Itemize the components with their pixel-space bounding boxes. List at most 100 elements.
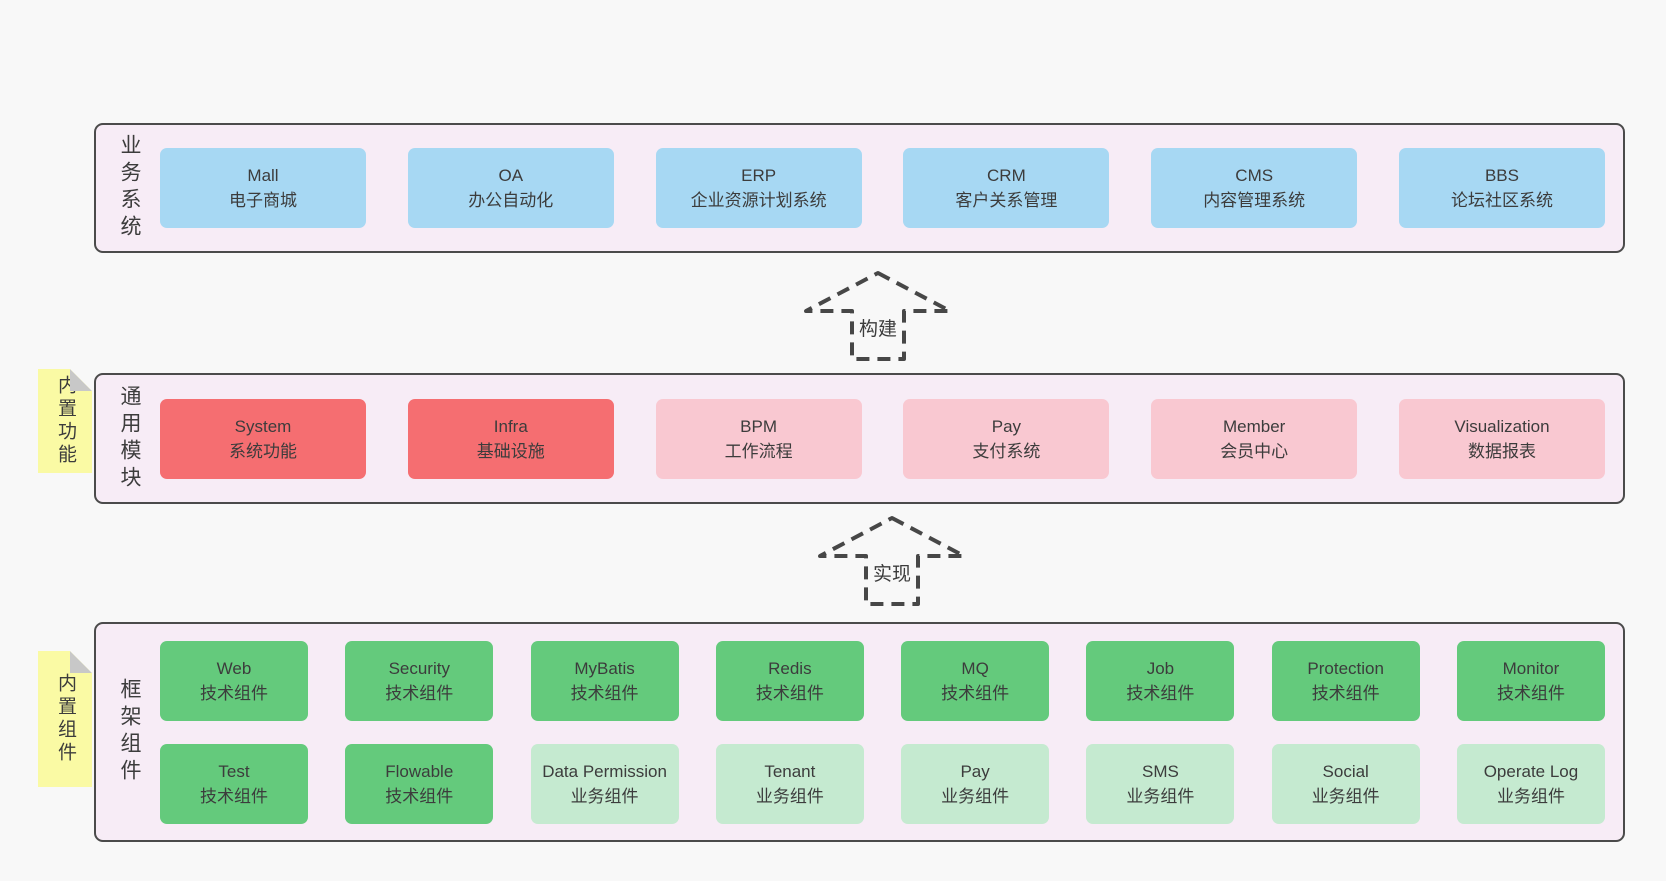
box-title-zh: 内容管理系统 [1203, 191, 1306, 210]
component-boxes: Web 技术组件 Security 技术组件 MyBatis 技术组件 Redi… [146, 640, 1623, 824]
arrow-build: 构建 [798, 270, 958, 362]
box-title-zh: 会员中心 [1220, 441, 1289, 461]
box-system: System 系统功能 [160, 398, 366, 479]
box-title-en: Visualization [1454, 416, 1550, 436]
box-title-en: OA [498, 166, 524, 185]
box-title-zh: 业务组件 [755, 786, 824, 806]
box-tenant: Tenant 业务组件 [715, 743, 864, 824]
box-redis: Redis 技术组件 [715, 640, 864, 721]
component-row-2: Test 技术组件 Flowable 技术组件 Data Permission … [160, 743, 1605, 824]
box-title-en: Protection [1307, 658, 1384, 678]
note-built-in-components: 内置组件 [38, 651, 92, 787]
box-title-en: Monitor [1502, 658, 1560, 678]
box-pay-component: Pay 业务组件 [901, 743, 1050, 824]
box-oa: OA 办公自动化 [407, 148, 614, 228]
box-title-zh: 数据报表 [1467, 441, 1536, 461]
box-title-zh: 企业资源计划系统 [690, 191, 827, 210]
box-title-zh: 技术组件 [385, 786, 454, 806]
box-title-en: Operate Log [1483, 761, 1579, 781]
box-sms: SMS 业务组件 [1086, 743, 1235, 824]
box-title-zh: 技术组件 [1311, 683, 1380, 703]
box-mq: MQ 技术组件 [901, 640, 1050, 721]
box-title-en: Security [388, 658, 450, 678]
layer-framework-components: 框架组件 Web 技术组件 Security 技术组件 MyBatis 技术组件… [94, 622, 1625, 842]
box-title-zh: 业务组件 [1126, 786, 1195, 806]
box-title-zh: 技术组件 [385, 683, 454, 703]
box-title-zh: 技术组件 [570, 683, 639, 703]
note-built-in-components-label: 内置组件 [55, 673, 76, 765]
box-cms: CMS 内容管理系统 [1151, 148, 1358, 228]
box-title-zh: 基础设施 [476, 441, 545, 461]
box-title-en: Tenant [764, 761, 816, 781]
box-web: Web 技术组件 [160, 640, 308, 721]
module-boxes: System 系统功能 Infra 基础设施 BPM 工作流程 Pay 支付系统… [146, 398, 1623, 479]
box-title-en: Infra [493, 416, 528, 436]
block-arrow-up-icon [818, 516, 966, 606]
box-title-zh: 办公自动化 [468, 191, 554, 210]
box-title-en: Member [1223, 416, 1286, 436]
box-title-zh: 电子商城 [229, 191, 297, 210]
arrow-implement: 实现 [812, 515, 972, 607]
box-title-zh: 业务组件 [941, 786, 1010, 806]
box-social: Social 业务组件 [1271, 743, 1420, 824]
layer-modules-label: 通用模块 [118, 384, 141, 493]
box-title-zh: 支付系统 [972, 441, 1041, 461]
box-title-en: Mall [247, 166, 279, 185]
box-title-zh: 工作流程 [724, 441, 793, 461]
box-title-zh: 技术组件 [1126, 683, 1195, 703]
box-pay-module: Pay 支付系统 [903, 398, 1110, 479]
box-bpm: BPM 工作流程 [655, 398, 862, 479]
box-title-en: Pay [991, 416, 1022, 436]
note-built-in-features: 内置功能 [38, 369, 92, 473]
box-title-zh: 技术组件 [1496, 683, 1565, 703]
box-title-zh: 论坛社区系统 [1450, 191, 1553, 210]
box-visualization: Visualization 数据报表 [1398, 398, 1605, 479]
box-title-zh: 系统功能 [229, 441, 297, 461]
box-mybatis: MyBatis 技术组件 [530, 640, 679, 721]
box-title-en: CRM [987, 166, 1026, 185]
box-member: Member 会员中心 [1151, 398, 1358, 479]
layer-components-label: 框架组件 [118, 678, 141, 786]
box-operate-log: Operate Log 业务组件 [1456, 743, 1605, 824]
box-monitor: Monitor 技术组件 [1456, 640, 1605, 721]
box-title-en: Flowable [385, 761, 454, 781]
box-title-zh: 业务组件 [570, 786, 639, 806]
component-row-1: Web 技术组件 Security 技术组件 MyBatis 技术组件 Redi… [160, 640, 1605, 721]
box-mall: Mall 电子商城 [160, 148, 366, 228]
box-title-en: Data Permission [542, 761, 667, 781]
layer-business-label: 业务系统 [118, 134, 141, 242]
box-security: Security 技术组件 [345, 640, 494, 721]
box-title-en: Redis [768, 658, 812, 678]
box-title-zh: 技术组件 [941, 683, 1010, 703]
box-erp: ERP 企业资源计划系统 [655, 148, 862, 228]
business-boxes: Mall 电子商城 OA 办公自动化 ERP 企业资源计划系统 CRM 客户关系… [146, 148, 1623, 228]
block-arrow-up-icon [804, 271, 952, 361]
box-title-en: Job [1146, 658, 1175, 678]
box-title-en: Pay [960, 761, 990, 781]
box-data-permission: Data Permission 业务组件 [530, 743, 679, 824]
box-title-en: MyBatis [574, 658, 635, 678]
box-job: Job 技术组件 [1086, 640, 1235, 721]
layer-business-systems: 业务系统 Mall 电子商城 OA 办公自动化 ERP 企业资源计划系统 CRM… [94, 123, 1625, 253]
box-crm: CRM 客户关系管理 [903, 148, 1110, 228]
box-title-zh: 技术组件 [200, 786, 268, 806]
box-title-en: Web [216, 658, 252, 678]
box-flowable: Flowable 技术组件 [345, 743, 494, 824]
box-title-en: ERP [741, 166, 777, 185]
box-infra: Infra 基础设施 [407, 398, 614, 479]
box-title-zh: 业务组件 [1311, 786, 1380, 806]
box-title-en: Test [218, 761, 250, 781]
box-bbs: BBS 论坛社区系统 [1398, 148, 1605, 228]
arrow-build-label: 构建 [855, 314, 901, 341]
layer-common-modules: 通用模块 System 系统功能 Infra 基础设施 BPM 工作流程 Pay… [94, 373, 1625, 504]
box-title-en: BBS [1484, 166, 1519, 185]
box-title-en: BPM [740, 416, 778, 436]
box-title-en: System [234, 416, 292, 436]
box-title-en: MQ [961, 658, 989, 678]
folded-corner-icon [70, 369, 92, 391]
arrow-implement-label: 实现 [869, 559, 915, 586]
box-title-zh: 技术组件 [755, 683, 824, 703]
box-title-zh: 客户关系管理 [955, 191, 1058, 210]
box-title-en: Social [1322, 761, 1369, 781]
box-title-en: SMS [1141, 761, 1179, 781]
